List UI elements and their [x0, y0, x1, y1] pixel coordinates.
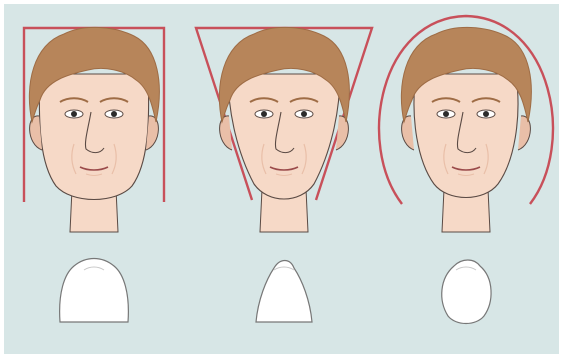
- right-pupil: [301, 111, 307, 117]
- right-pupil: [111, 111, 117, 117]
- panel-ovoid: [379, 16, 553, 324]
- panel-tapering: [196, 27, 372, 322]
- face-tooth-shape-diagram: [4, 4, 559, 354]
- face: [414, 74, 518, 198]
- tooth: [442, 260, 491, 324]
- left-pupil: [443, 111, 449, 117]
- diagram-canvas: [4, 4, 559, 354]
- panel-square: [24, 27, 164, 322]
- face: [39, 74, 148, 200]
- right-pupil: [483, 111, 489, 117]
- tooth: [60, 259, 129, 323]
- left-pupil: [261, 111, 267, 117]
- left-pupil: [71, 111, 77, 117]
- tooth: [256, 261, 312, 323]
